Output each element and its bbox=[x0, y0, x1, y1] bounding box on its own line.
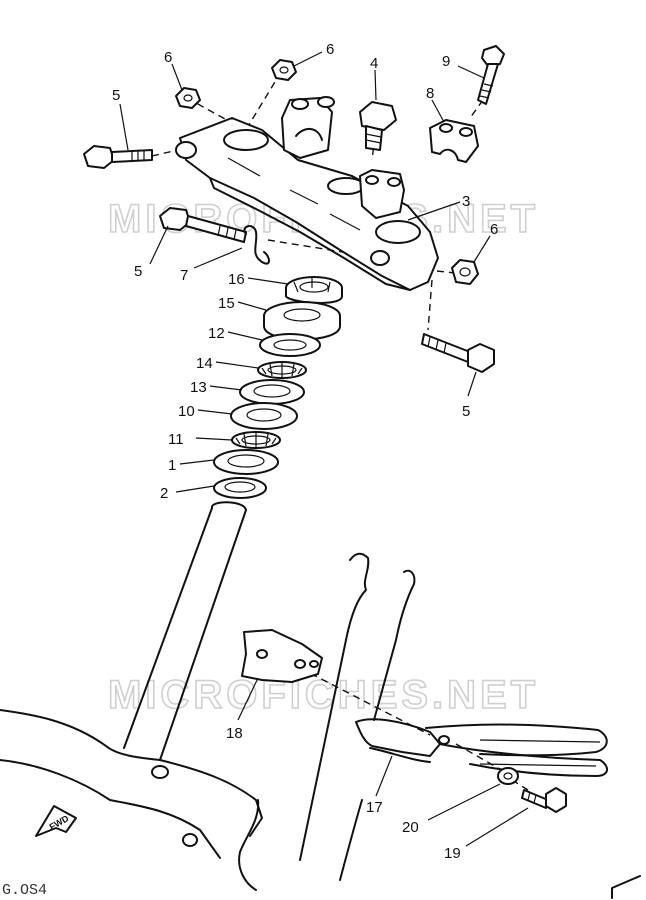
steering-stem bbox=[0, 501, 263, 891]
callout-7-clip: 7 bbox=[180, 267, 188, 284]
handlebar-holder-upper bbox=[429, 119, 479, 163]
callout-3-holder: 3 bbox=[462, 193, 470, 210]
clip-7 bbox=[243, 225, 270, 265]
callout-11-bearing: 11 bbox=[168, 431, 184, 448]
nut-6-left bbox=[175, 87, 201, 109]
callout-15-cover: 15 bbox=[218, 295, 235, 312]
bolt-9 bbox=[477, 45, 505, 105]
cover-15 bbox=[263, 301, 341, 341]
corner-mark bbox=[611, 875, 641, 899]
callout-5-upper-bolt: 5 bbox=[112, 87, 120, 104]
callout-17-cable-holder: 17 bbox=[366, 799, 383, 816]
callout-5-middle-bolt: 5 bbox=[134, 263, 142, 280]
bearing-11 bbox=[231, 431, 281, 449]
leader-lines bbox=[119, 51, 529, 847]
race-1 bbox=[213, 449, 279, 475]
bolt-5-middle bbox=[159, 207, 247, 243]
callout-5-right-bolt: 5 bbox=[462, 403, 470, 420]
callout-20-washer: 20 bbox=[402, 819, 419, 836]
callout-9-bolt: 9 bbox=[442, 53, 450, 70]
callout-6-top-nut: 6 bbox=[326, 41, 334, 58]
callout-13-race: 13 bbox=[190, 379, 207, 396]
callout-4-bolt: 4 bbox=[370, 55, 378, 72]
washer-20 bbox=[497, 767, 519, 785]
callout-8-holder: 8 bbox=[426, 85, 434, 102]
bearing-14 bbox=[257, 361, 307, 379]
callout-14-bearing: 14 bbox=[196, 355, 213, 372]
fork-tube bbox=[299, 552, 416, 881]
cable-holder-17 bbox=[355, 718, 608, 777]
bolt-5-right bbox=[421, 333, 495, 373]
page-code: G.OS4 bbox=[2, 882, 47, 899]
callout-2-seal: 2 bbox=[160, 485, 168, 502]
bolt-5-upper bbox=[83, 145, 153, 169]
ring-nut-16 bbox=[285, 276, 343, 304]
nut-6-right bbox=[451, 259, 479, 285]
callout-6-right-nut: 6 bbox=[490, 221, 498, 238]
callout-19-bolt: 19 bbox=[444, 845, 461, 862]
callout-10-race: 10 bbox=[178, 403, 195, 420]
callout-6-left-nut: 6 bbox=[164, 49, 172, 66]
bolt-4 bbox=[359, 101, 397, 151]
nut-6-top bbox=[271, 59, 297, 81]
callout-1-race: 1 bbox=[168, 457, 176, 474]
seal-2 bbox=[213, 477, 267, 499]
callout-16-ring-nut: 16 bbox=[228, 271, 245, 288]
race-12 bbox=[259, 333, 321, 357]
bolt-19 bbox=[521, 787, 567, 813]
callout-18-bracket: 18 bbox=[226, 725, 243, 742]
race-10 bbox=[230, 402, 298, 430]
bracket-18 bbox=[241, 629, 323, 683]
callout-12-race: 12 bbox=[208, 325, 225, 342]
handlebar-holder-lower bbox=[281, 96, 405, 219]
fwd-arrow-icon: FWD bbox=[35, 805, 77, 837]
race-13 bbox=[239, 379, 305, 405]
